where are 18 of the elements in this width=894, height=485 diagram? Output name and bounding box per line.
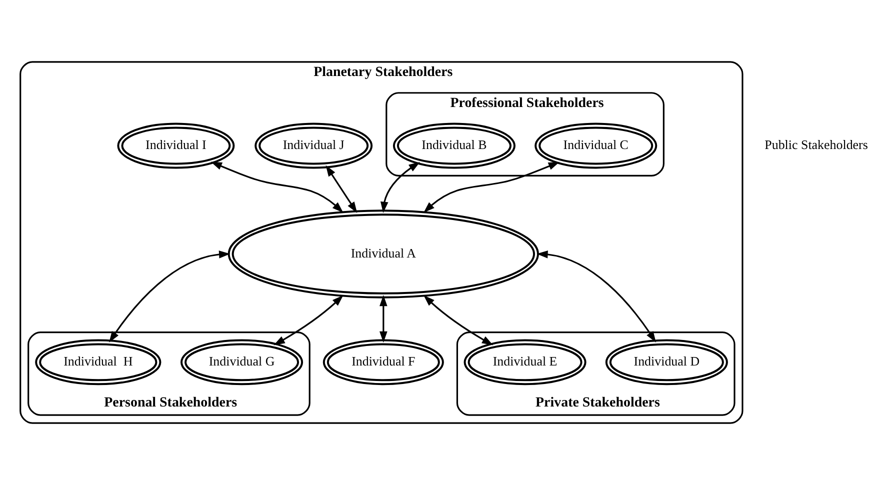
arrow [326,165,358,214]
node-ellipse: Individual J [254,122,373,169]
arrow [380,294,388,343]
arrow [210,162,344,213]
node-ellipse: Individual F [322,339,444,386]
node-ellipse: Individual A [228,210,540,298]
label: Public Stakeholders [764,137,868,152]
arrow [424,295,494,346]
arrow [424,162,560,213]
arrow [380,162,420,213]
arrow [536,250,656,343]
node-ellipse: Individual G [180,339,304,386]
node-ellipse: Individual E [464,339,586,386]
arrow [109,250,230,343]
arrow [274,295,344,346]
node-ellipse: Individual D [605,339,728,386]
node-ellipse: Individual H [35,339,162,386]
node-ellipse: Individual B [392,122,516,169]
